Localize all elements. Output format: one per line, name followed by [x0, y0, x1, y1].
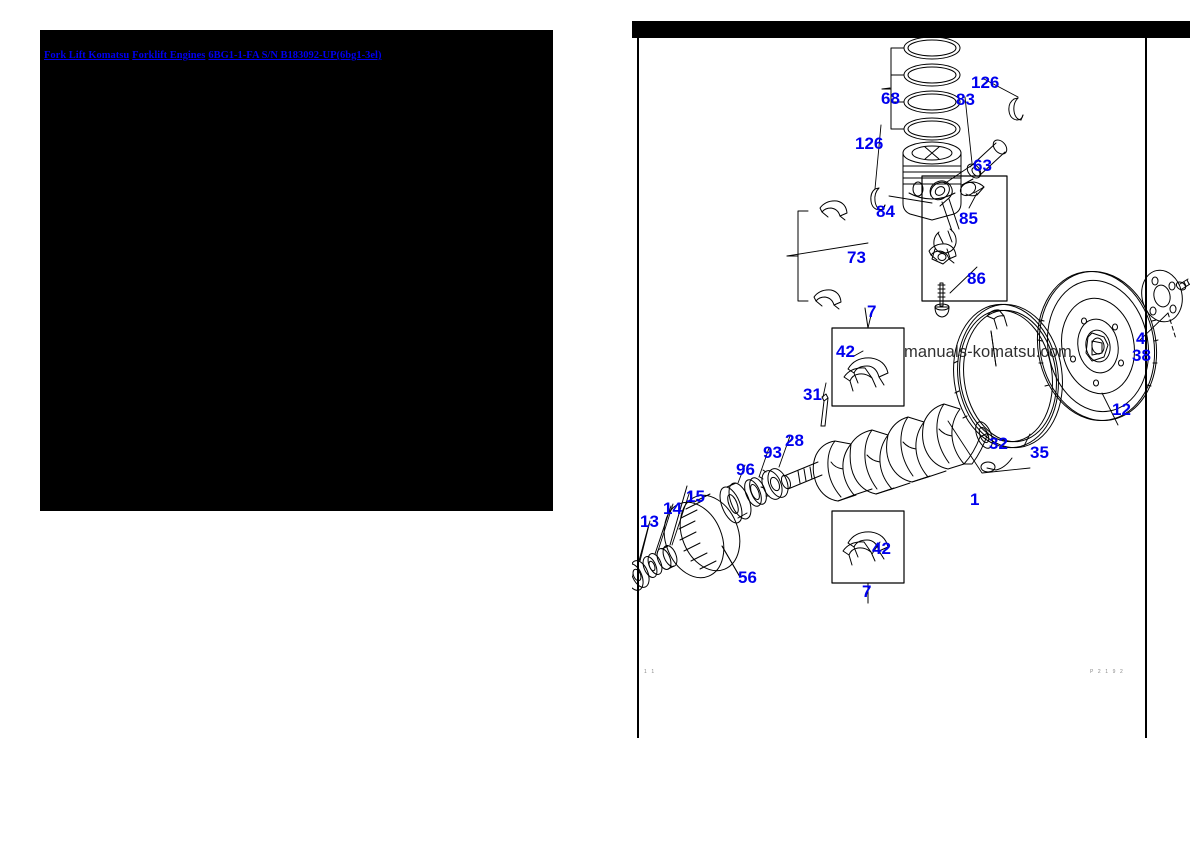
ring-gear: [953, 303, 1063, 473]
leader-lines: [639, 78, 1169, 604]
callout-42-lower: 42: [872, 539, 891, 558]
locating-pin: [820, 393, 829, 427]
exploded-parts-drawing: [632, 36, 1190, 604]
callout-32: 32: [989, 434, 1008, 453]
callout-63: 63: [973, 156, 992, 175]
callout-126-right: 126: [971, 73, 1000, 92]
callout-85: 85: [959, 209, 978, 228]
callout-1: 1: [970, 490, 980, 509]
callout-12: 12: [1112, 400, 1131, 419]
connecting-rod-box: [921, 175, 1008, 302]
diagram-frame-left-rule: [637, 38, 639, 738]
callout-4: 4: [1136, 329, 1146, 348]
callout-73: 73: [847, 248, 866, 267]
snap-ring-left: [870, 187, 886, 211]
connecting-rod-bearing-upper: [819, 200, 848, 221]
connecting-rod-bolt: [934, 282, 950, 318]
callout-28: 28: [785, 431, 804, 450]
drawing-code-left: 1 1: [644, 669, 656, 675]
callout-13: 13: [640, 512, 659, 531]
diagram-panel: 68 83 126 126 63 84 85 73 86 7 42 31 28 …: [632, 21, 1190, 738]
breadcrumb: Fork Lift Komatsu Forklift Engines 6BG1-…: [44, 50, 381, 62]
diagram-top-bar: [632, 21, 1190, 38]
pulley-washer: [642, 505, 672, 578]
drawing-code-right: P 2 1 9 2: [1090, 669, 1125, 675]
pulley-nut: [632, 523, 650, 591]
callout-42-upper: 42: [836, 342, 855, 361]
callout-93: 93: [763, 443, 782, 462]
callout-84: 84: [876, 202, 895, 221]
callout-7-upper: 7: [867, 302, 877, 321]
callout-14: 14: [663, 499, 682, 518]
left-content-panel: Fork Lift Komatsu Forklift Engines 6BG1-…: [40, 30, 553, 511]
connecting-rod-bushing: [959, 178, 985, 197]
crank-gear: [759, 468, 789, 500]
callout-35: 35: [1030, 443, 1049, 462]
diagram-frame-right-rule: [1145, 38, 1147, 738]
piston-ring-group: [881, 36, 961, 141]
callout-15: 15: [686, 487, 705, 506]
thrust-washer: [744, 477, 767, 507]
breadcrumb-link-model[interactable]: 6BG1-1-FA S/N B183092-UP(6bg1-3el): [208, 50, 382, 61]
flywheel: [1036, 270, 1159, 422]
callout-56: 56: [738, 568, 757, 587]
snap-ring-right: [1008, 97, 1024, 121]
callout-126-left: 126: [855, 134, 884, 153]
bearing-bracket: [797, 210, 809, 302]
callout-83: 83: [956, 90, 975, 109]
callout-38: 38: [1132, 346, 1151, 365]
piston-body: [902, 141, 962, 221]
breadcrumb-link-forklift-engines[interactable]: Forklift Engines: [132, 50, 206, 61]
connecting-rod-bearing-lower: [813, 289, 842, 310]
callout-96: 96: [736, 460, 755, 479]
pulley-spacer: [656, 485, 688, 570]
watermark: manuals-komatsu.com: [904, 343, 1072, 361]
callout-68: 68: [881, 89, 900, 108]
callout-31: 31: [803, 385, 822, 404]
callout-7-lower: 7: [862, 582, 872, 601]
crankshaft: [780, 403, 993, 502]
callout-86: 86: [967, 269, 986, 288]
breadcrumb-link-fork-lift-komatsu[interactable]: Fork Lift Komatsu: [44, 50, 130, 61]
flywheel-bolt: [1175, 278, 1190, 291]
rod-bearing-shell-box: [928, 243, 957, 264]
pulley-collar: [719, 482, 752, 524]
connecting-rod: [929, 180, 960, 265]
flange-plate: [1141, 269, 1183, 340]
